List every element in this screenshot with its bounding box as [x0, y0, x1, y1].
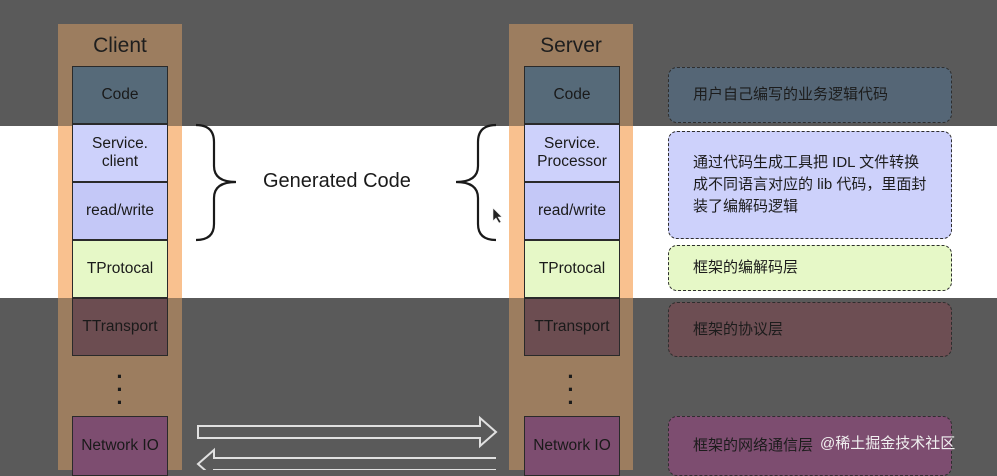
client-service-layer: Service. client	[72, 124, 168, 182]
note-code: 用户自己编写的业务逻辑代码	[668, 67, 952, 123]
client-transport-layer: TTransport	[72, 298, 168, 356]
server-ellipsis: ···	[567, 364, 575, 415]
client-title: Client	[93, 34, 147, 57]
right-arrow-icon	[197, 415, 498, 449]
note-transport: 框架的协议层	[668, 302, 952, 357]
server-network-layer: Network IO	[524, 416, 620, 476]
cursor-icon	[492, 207, 503, 224]
left-arrow-icon	[196, 447, 496, 470]
client-ellipsis: ···	[116, 364, 124, 415]
note-network: 框架的网络通信层	[668, 416, 952, 476]
server-code-layer: Code	[524, 66, 620, 124]
client-readwrite-layer: read/write	[72, 182, 168, 240]
server-service-layer: Service. Processor	[524, 124, 620, 182]
client-protocol-layer: TProtocal	[72, 240, 168, 298]
generated-code-label: Generated Code	[263, 170, 411, 192]
right-brace-icon	[455, 123, 497, 242]
client-code-layer: Code	[72, 66, 168, 124]
note-protocol: 框架的编解码层	[668, 245, 952, 291]
left-brace-icon	[195, 123, 237, 242]
server-protocol-layer: TProtocal	[524, 240, 620, 298]
client-network-layer: Network IO	[72, 416, 168, 476]
server-readwrite-layer: read/write	[524, 182, 620, 240]
note-generated: 通过代码生成工具把 IDL 文件转换成不同语言对应的 lib 代码，里面封装了编…	[668, 131, 952, 239]
server-transport-layer: TTransport	[524, 298, 620, 356]
watermark: @稀土掘金技术社区	[820, 435, 956, 452]
server-title: Server	[540, 34, 602, 57]
